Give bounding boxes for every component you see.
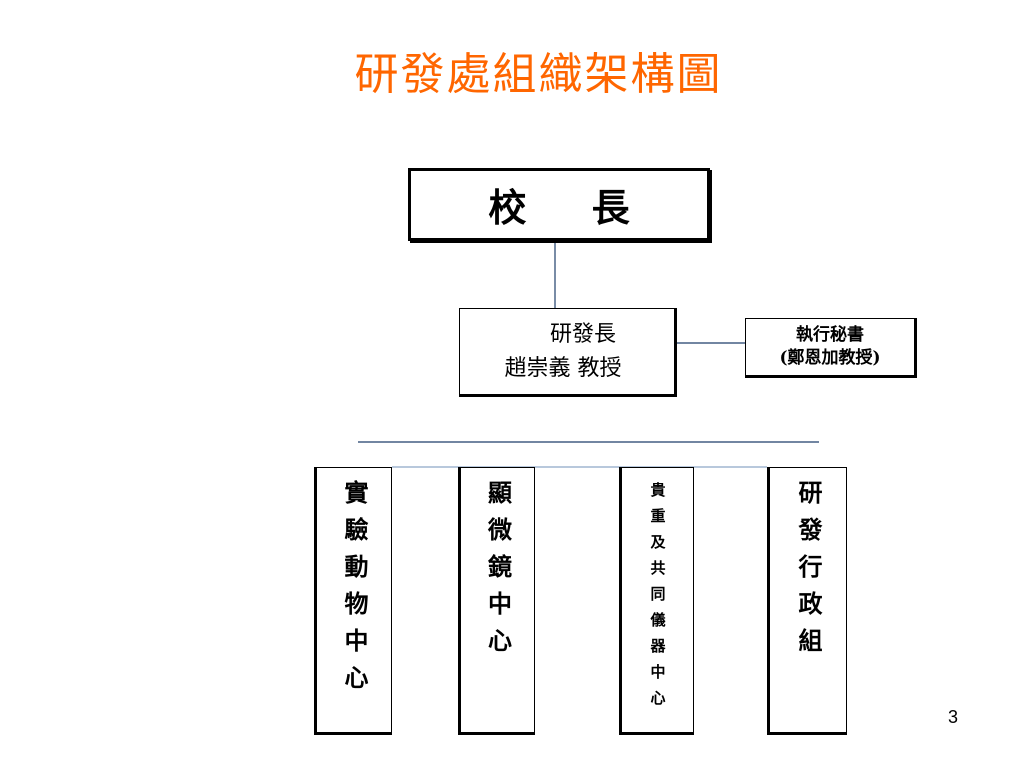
- director-box: 研發長 趙崇義 教授: [459, 308, 677, 397]
- page-title: 研發處組織架構圖: [354, 49, 723, 100]
- president-label: 校 長: [488, 185, 656, 230]
- secretary-name: (鄭恩加教授): [779, 348, 881, 368]
- director-name: 趙崇義 教授: [504, 355, 622, 381]
- unit-label: 研發行政組: [794, 480, 823, 665]
- unit-instrument-center: 貴重及共同儀器中心: [619, 467, 694, 735]
- unit-microscope-center: 顯微鏡中心: [458, 467, 535, 735]
- director-title: 研發長: [549, 321, 616, 347]
- secretary-box: 執行秘書 (鄭恩加教授): [745, 318, 917, 378]
- unit-label: 顯微鏡中心: [483, 480, 513, 665]
- unit-label: 實驗動物中心: [340, 480, 369, 702]
- president-box: 校 長: [408, 168, 710, 241]
- page-number: 3: [948, 707, 959, 727]
- secretary-title: 執行秘書: [796, 325, 864, 345]
- unit-label: 貴重及共同儀器中心: [648, 482, 667, 716]
- unit-rd-admin: 研發行政組: [767, 467, 847, 735]
- unit-animal-center: 實驗動物中心: [314, 467, 392, 735]
